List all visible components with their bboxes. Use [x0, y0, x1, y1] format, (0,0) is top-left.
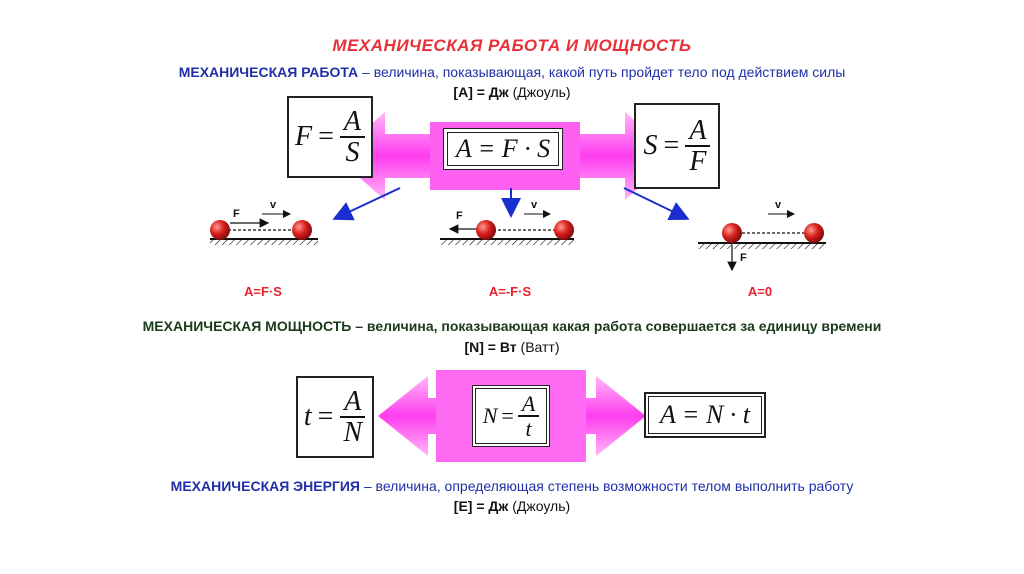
- case3-velocity-label: v: [775, 199, 782, 211]
- equals-sign: =: [317, 401, 334, 432]
- pointer-arrow-left: [332, 187, 401, 221]
- energy-unit: [E] = Дж (Джоуль): [0, 498, 1024, 514]
- work-center-formula-box: A = F · S: [443, 128, 563, 170]
- page-title: МЕХАНИЧЕСКАЯ РАБОТА И МОЩНОСТЬ: [332, 36, 692, 55]
- case1-velocity-label: v: [270, 199, 277, 211]
- work-unit: [A] = Дж (Джоуль): [0, 84, 1024, 100]
- work-right-den: F: [689, 146, 707, 177]
- case3-diagram: [698, 210, 826, 272]
- work-left-den: S: [345, 137, 360, 168]
- case2-velocity-label: v: [531, 199, 538, 211]
- energy-definition-text: – величина, определяющая степень возможн…: [359, 478, 854, 494]
- energy-definition: МЕХАНИЧЕСКАЯ ЭНЕРГИЯ – величина, определ…: [0, 478, 1024, 494]
- power-left-fraction: A N: [339, 386, 366, 448]
- case3-force-label: F: [740, 252, 747, 264]
- work-right-lhs: S: [643, 130, 658, 161]
- work-left-lhs: F: [294, 121, 313, 152]
- power-center-formula-box: N = A t: [472, 385, 550, 447]
- case2-force-label: F: [456, 210, 463, 222]
- work-center-formula: A = F · S: [447, 132, 559, 166]
- power-left-lhs: t: [303, 401, 312, 432]
- work-term: МЕХАНИЧЕСКАЯ РАБОТА: [178, 64, 359, 80]
- work-left-num: A: [339, 106, 365, 138]
- work-right-formula-box: S = A F: [634, 103, 720, 189]
- power-left-den: N: [343, 417, 363, 448]
- power-center-fraction: A t: [517, 392, 540, 441]
- power-unit-symbol: [N] = Вт: [464, 339, 517, 355]
- equals-sign: =: [663, 130, 680, 161]
- case1-result: A=F·S: [244, 284, 282, 299]
- power-center-den: t: [525, 416, 532, 441]
- work-left-fraction: A S: [339, 106, 365, 168]
- power-center-lhs: N: [482, 403, 498, 428]
- work-definition-text: – величина, показывающая, какой путь про…: [358, 64, 846, 80]
- energy-term: МЕХАНИЧЕСКАЯ ЭНЕРГИЯ: [170, 478, 360, 494]
- equals-sign: =: [318, 121, 334, 152]
- energy-unit-symbol: [E] = Дж: [453, 498, 509, 514]
- work-right-num: A: [685, 115, 711, 147]
- power-unit: [N] = Вт (Ватт): [0, 339, 1024, 355]
- work-unit-symbol: [A] = Дж: [453, 84, 509, 100]
- work-unit-name: (Джоуль): [508, 84, 571, 100]
- ball-end: [292, 220, 312, 240]
- power-term: МЕХАНИЧЕСКАЯ МОЩНОСТЬ: [142, 318, 352, 334]
- power-center-num: A: [517, 392, 540, 417]
- ball-end: [554, 220, 574, 240]
- ball-end: [804, 223, 824, 243]
- case2-result: A=-F·S: [488, 284, 532, 299]
- case3-result: A=0: [747, 284, 773, 299]
- pointer-arrow-right: [623, 187, 690, 221]
- work-left-formula-box: F = A S: [287, 96, 373, 178]
- work-right-fraction: A F: [685, 115, 711, 177]
- ball-start: [476, 220, 496, 240]
- ball-start: [210, 220, 230, 240]
- power-right-formula: A = N · t: [648, 396, 762, 434]
- power-left-num: A: [340, 386, 366, 418]
- equals-sign: =: [501, 403, 514, 428]
- power-definition: МЕХАНИЧЕСКАЯ МОЩНОСТЬ – величина, показы…: [0, 318, 1024, 334]
- case2-diagram: [440, 210, 574, 245]
- power-right-formula-box: A = N · t: [644, 392, 766, 438]
- power-unit-name: (Ватт): [516, 339, 560, 355]
- case1-diagram: [210, 210, 318, 245]
- energy-unit-name: (Джоуль): [508, 498, 571, 514]
- power-definition-text: – величина, показывающая какая работа со…: [351, 318, 882, 334]
- case1-force-label: F: [233, 208, 240, 220]
- power-left-formula-box: t = A N: [296, 376, 374, 458]
- work-definition: МЕХАНИЧЕСКАЯ РАБОТА – величина, показыва…: [0, 64, 1024, 80]
- ball-start: [722, 223, 742, 243]
